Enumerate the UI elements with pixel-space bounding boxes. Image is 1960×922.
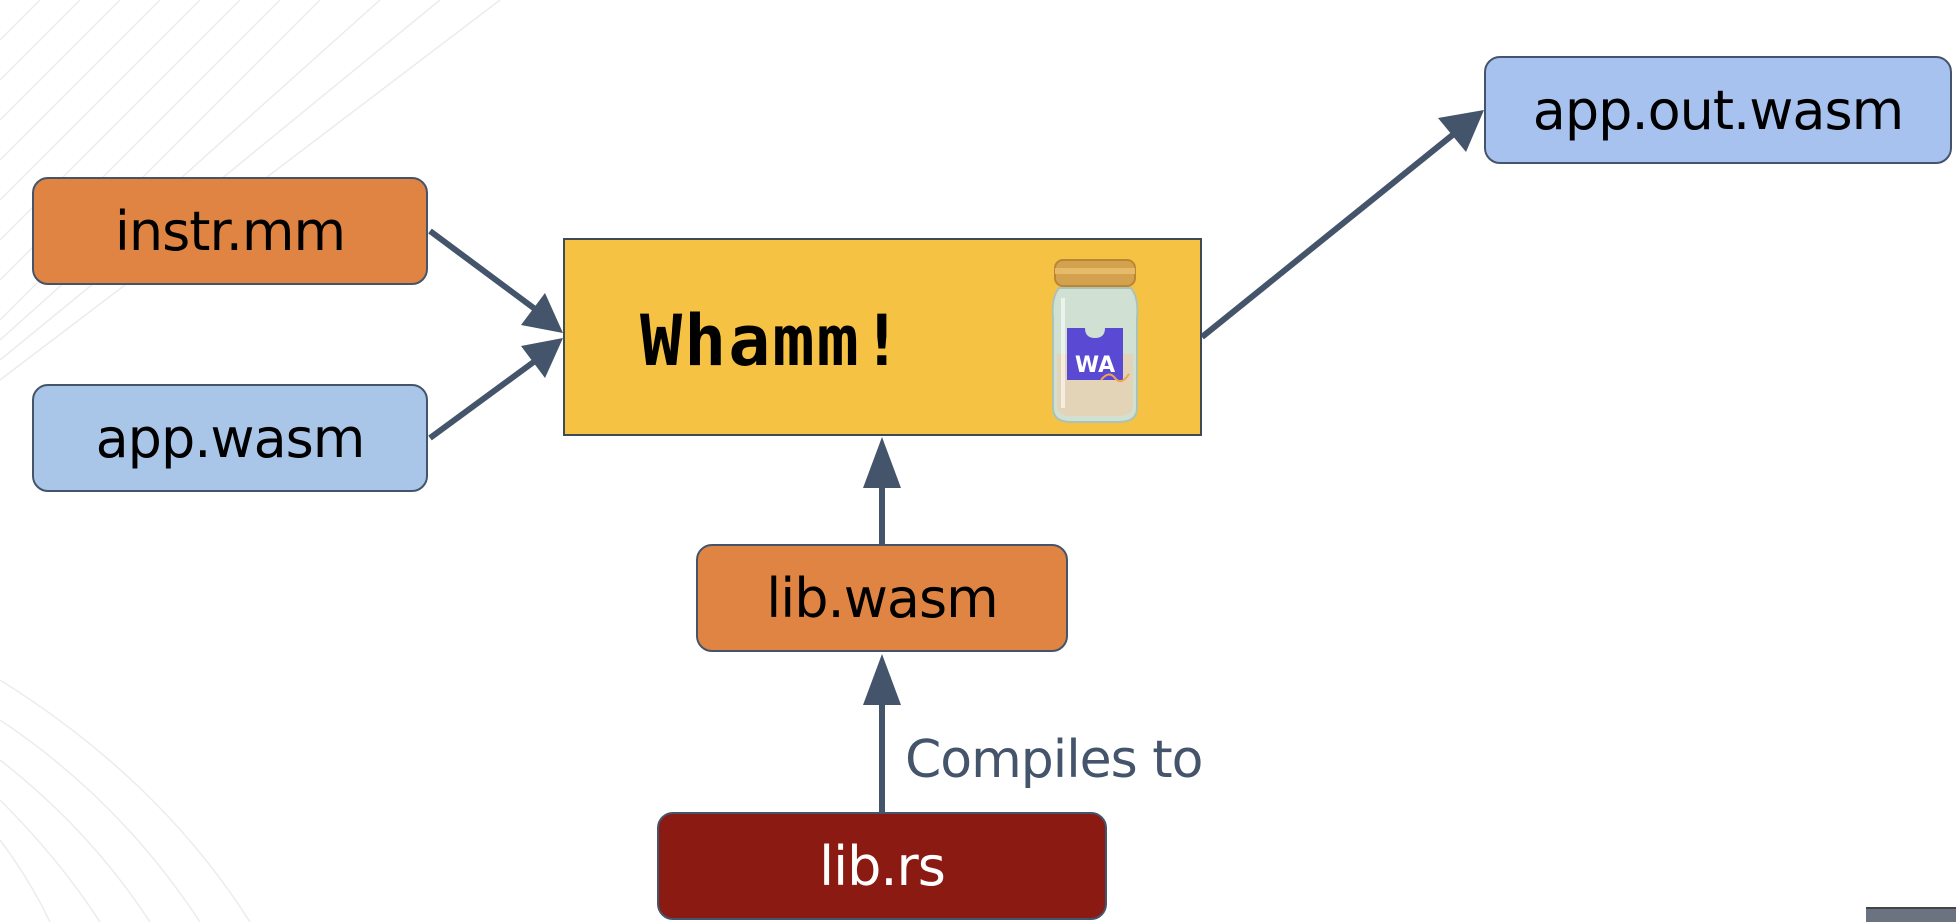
- arrow-whamm-to-appout: [1200, 110, 1484, 340]
- node-lib-wasm-label: lib.wasm: [766, 566, 998, 630]
- node-app-out-wasm: app.out.wasm: [1484, 56, 1952, 164]
- node-app-wasm-label: app.wasm: [95, 406, 366, 470]
- arrow-libwasm-to-whamm: [863, 437, 901, 544]
- arrow-instr-to-whamm: [428, 228, 563, 333]
- corner-tab: [1866, 907, 1956, 922]
- arrow-app-to-whamm: [428, 338, 563, 441]
- whamm-title: Whamm!: [640, 300, 905, 382]
- wasm-jar-icon: WA: [1051, 259, 1139, 423]
- node-lib-wasm: lib.wasm: [696, 544, 1068, 652]
- edge-label-compiles-to: Compiles to: [905, 730, 1203, 790]
- node-whamm: Whamm! WA: [563, 238, 1202, 436]
- node-app-wasm: app.wasm: [32, 384, 428, 492]
- node-instr-mm: instr.mm: [32, 177, 428, 285]
- node-app-out-wasm-label: app.out.wasm: [1532, 78, 1904, 142]
- node-lib-rs-label: lib.rs: [819, 834, 946, 898]
- wasm-logo-icon: [1067, 328, 1123, 380]
- arrow-librs-to-libwasm: [863, 654, 901, 812]
- node-instr-mm-label: instr.mm: [114, 199, 346, 263]
- node-lib-rs: lib.rs: [657, 812, 1107, 920]
